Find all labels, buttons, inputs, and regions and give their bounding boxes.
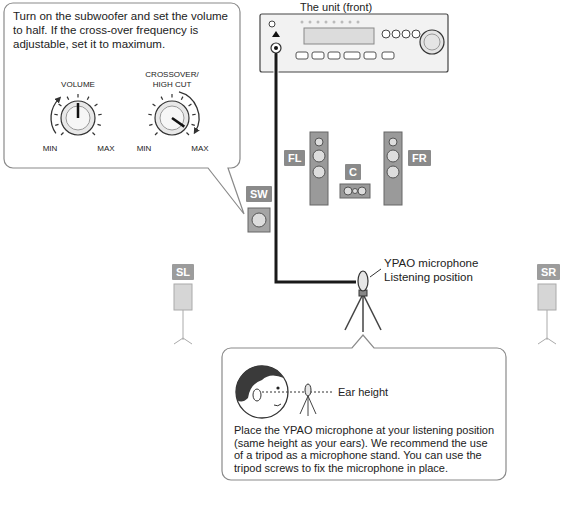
speaker-tag: C — [345, 164, 361, 180]
speaker-tag: FR — [408, 150, 431, 166]
av-receiver — [260, 14, 448, 72]
speaker-tag: SR — [537, 264, 560, 280]
mic-cable — [276, 53, 356, 282]
callout-outlines — [4, 3, 506, 480]
surround-speakers — [174, 284, 556, 344]
scale-label: MIN — [38, 144, 62, 154]
instruction-callout: Turn on the subwoofer and set the volume… — [4, 3, 240, 168]
node-text: C — [349, 165, 357, 179]
speaker-tag: SW — [246, 186, 272, 202]
instruction-callout: Place the YPAO microphone at your listen… — [222, 348, 506, 480]
mini-microphone — [300, 384, 316, 416]
ypao-microphone — [345, 271, 381, 332]
mic-cable-halo — [276, 53, 356, 282]
knob-label: CROSSOVER/ HIGH CUT — [143, 70, 201, 90]
subwoofer-knobs — [51, 92, 199, 135]
knob-label: VOLUME — [48, 80, 108, 90]
front-speakers — [310, 132, 402, 205]
node-text: FR — [412, 151, 427, 165]
callout-outline — [4, 3, 244, 214]
node-text: SR — [541, 265, 556, 279]
ear-height-leader — [262, 392, 334, 393]
scale-label: MAX — [188, 144, 212, 154]
leader-line — [370, 269, 381, 277]
node-text: FL — [288, 151, 301, 165]
knob — [148, 92, 199, 135]
listener-face — [236, 366, 288, 418]
scale-label: MIN — [132, 144, 156, 154]
scale-label: MAX — [94, 144, 118, 154]
knob — [51, 94, 102, 135]
callout-outline — [222, 335, 506, 480]
node-text: Turn on the subwoofer and set the volume… — [13, 9, 231, 51]
microphone-label: YPAO microphone Listening position — [384, 256, 496, 284]
node-text: SL — [176, 265, 190, 279]
unit-caption: The unit (front) — [300, 0, 410, 14]
node-text: Place the YPAO microphone at your listen… — [234, 424, 496, 474]
ear-height-label: Ear height — [338, 385, 408, 399]
speaker-tag: FL — [284, 150, 305, 166]
speaker-tag: SL — [172, 264, 194, 280]
node-text: SW — [250, 187, 268, 201]
subwoofer — [248, 208, 270, 232]
